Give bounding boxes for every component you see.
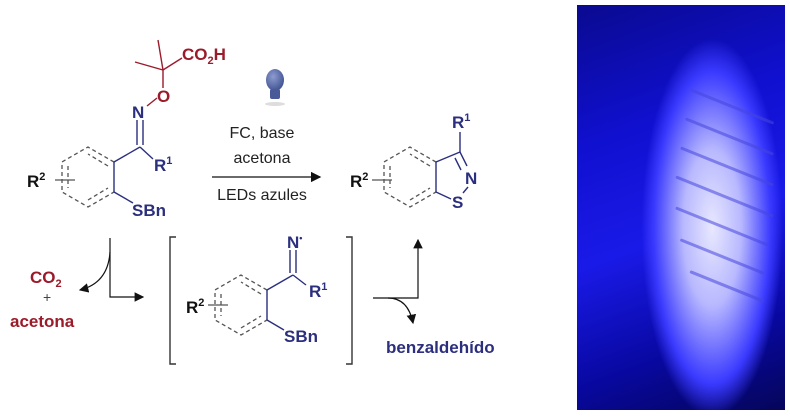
product-nitrogen: N [465, 169, 477, 188]
decarboxylation-arrows [78, 238, 145, 302]
oxygen-label: O [157, 87, 170, 106]
light-bulb-icon [265, 69, 285, 106]
acetone-label: acetona [10, 312, 75, 331]
product-molecule: N S R1 R2 [350, 112, 477, 212]
product-r1-label: R1 [452, 112, 470, 132]
plus-sign: + [43, 289, 51, 305]
conditions-line-2: acetona [234, 150, 291, 167]
intermediate-r1-label: R1 [309, 281, 327, 301]
carboxylic-acid-label: CO2H [182, 45, 226, 67]
dashed-ring [61, 146, 115, 208]
r2-label: R2 [27, 171, 45, 191]
left-bracket [169, 236, 176, 365]
intermediate-sbn-label: SBn [284, 327, 318, 346]
imine-nitrogen: N [132, 103, 144, 122]
conditions-line-1: FC, base [230, 125, 295, 142]
product-sulfur: S [452, 193, 463, 212]
blue-led-reactor-photo [577, 5, 785, 410]
right-bracket [346, 236, 353, 365]
r1-label: R1 [154, 155, 172, 175]
radical-nitrogen: N• [287, 233, 302, 252]
cyclization-arrows [373, 238, 423, 325]
benzaldehyde-label: benzaldehído [386, 338, 495, 357]
product-r2-label: R2 [350, 171, 368, 191]
co2-label: CO2 [30, 268, 62, 290]
intermediate-r2-label: R2 [186, 297, 204, 317]
iminyl-radical-intermediate: N• R1 R2 SBn [169, 233, 353, 365]
sbn-label: SBn [132, 201, 166, 220]
conditions-line-3: LEDs azules [217, 187, 307, 204]
reaction-conditions: FC, base acetona LEDs azules [212, 69, 322, 204]
reactant-molecule: N O CO2H R1 R2 SBn [27, 39, 226, 220]
